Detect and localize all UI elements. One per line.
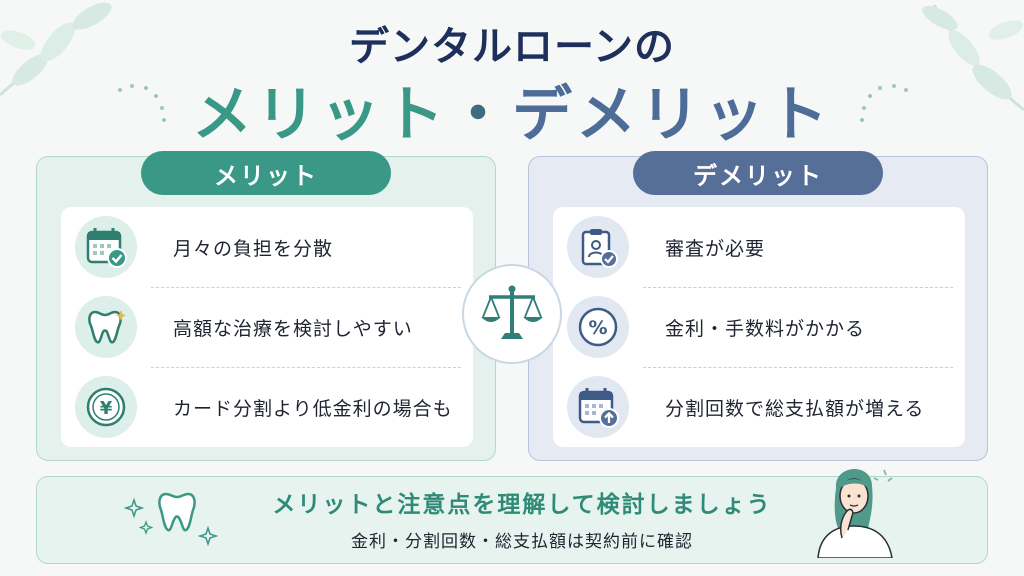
divider (151, 367, 461, 368)
demerit-label: 金利・手数料がかかる (665, 317, 866, 340)
merit-item-2: 高額な治療を検討しやすい (61, 287, 473, 367)
merit-item-1: 月々の負担を分散 (61, 207, 473, 287)
demerit-item-3: 分割回数で総支払額が増える (553, 367, 965, 447)
divider (151, 287, 461, 288)
page-title-line2: メリット・デメリット (0, 66, 1024, 153)
calendar-up-icon (567, 376, 629, 438)
merit-label: 高額な治療を検討しやすい (173, 317, 413, 340)
merit-label: 月々の負担を分散 (173, 237, 334, 260)
title-demerit: デメリット (512, 80, 832, 150)
demerit-label: 審査が必要 (665, 237, 766, 260)
page-title-line1: デンタルローンの (349, 24, 675, 70)
demerit-item-1: 審査が必要 (553, 207, 965, 287)
dots-decoration-left-icon (118, 84, 166, 122)
leaf-decoration-right-icon (922, 4, 1024, 112)
summary-main-text: メリットと注意点を理解して検討しましょう (272, 492, 772, 518)
merit-item-3: ¥ カード分割より低金利の場合も (61, 367, 473, 447)
title-separator: ・ (448, 80, 512, 150)
svg-text:¥: ¥ (100, 398, 113, 419)
tooth-sparkle-decoration-icon (123, 492, 219, 547)
demerit-panel: デメリット 審査が必要 % (528, 151, 988, 461)
divider (643, 367, 953, 368)
demerit-item-2: % 金利・手数料がかかる (553, 287, 965, 367)
demerit-card: 審査が必要 % 金利・手数料がかかる (553, 207, 965, 447)
leaf-decoration-left-icon (0, 2, 112, 97)
tooth-sparkle-icon (75, 296, 137, 358)
merit-panel: メリット 月々の負担を分散 (36, 151, 496, 461)
calendar-check-icon (75, 216, 137, 278)
summary-banner: メリットと注意点を理解して検討しましょう 金利・分割回数・総支払額は契約前に確認 (36, 476, 988, 564)
dots-decoration-right-icon (860, 84, 908, 122)
demerit-label: 分割回数で総支払額が増える (665, 397, 925, 420)
thinking-person-illustration (817, 468, 893, 558)
percent-icon: % (567, 296, 629, 358)
divider (643, 287, 953, 288)
scale-badge (462, 264, 562, 364)
clipboard-person-icon (567, 216, 629, 278)
yen-coin-icon: ¥ (75, 376, 137, 438)
summary-sub-text: 金利・分割回数・総支払額は契約前に確認 (351, 532, 693, 552)
merit-heading: メリット (141, 151, 391, 195)
title-merit: メリット (192, 80, 448, 150)
merit-card: 月々の負担を分散 高額な治療を検討しやすい ¥ カード分割より低金利の場合も (61, 207, 473, 447)
svg-text:%: % (588, 317, 607, 339)
merit-label: カード分割より低金利の場合も (173, 397, 453, 420)
balance-scale-icon (481, 285, 543, 339)
demerit-heading: デメリット (633, 151, 883, 195)
